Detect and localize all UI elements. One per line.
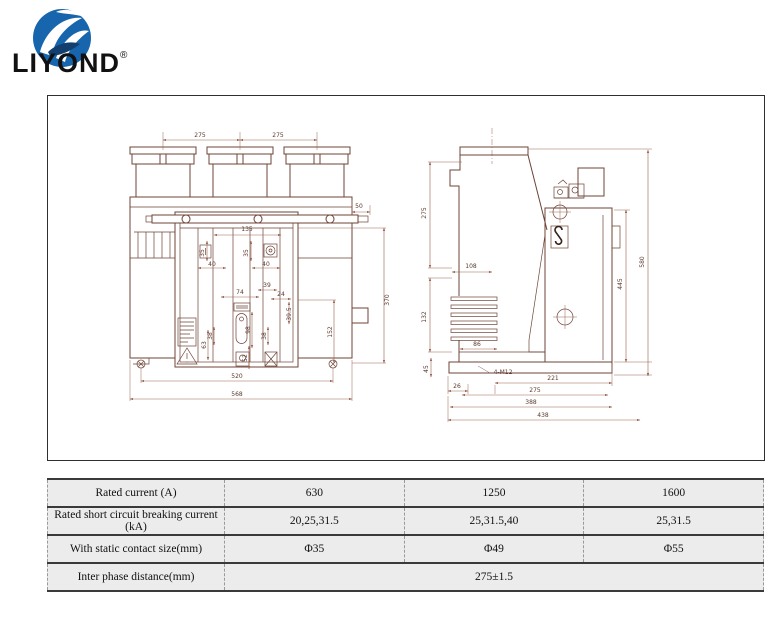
dimension-label: 152 bbox=[327, 326, 334, 338]
technical-drawing: 275275501353540354074392439.598383863521… bbox=[129, 128, 652, 422]
spec-value-cell: 1600 bbox=[583, 478, 764, 508]
dimension-label: 40 bbox=[208, 261, 216, 268]
spec-value-cell: 275±1.5 bbox=[224, 562, 764, 592]
dimension-label: 108 bbox=[465, 263, 477, 270]
dimension-label: 38 bbox=[261, 332, 268, 340]
dimension-label: 74 bbox=[236, 289, 244, 296]
dimension-label: 98 bbox=[245, 326, 252, 334]
dimension-label: 275 bbox=[421, 207, 428, 219]
nameplate bbox=[177, 317, 197, 347]
dimension-label: 275 bbox=[194, 132, 206, 139]
dimension-label: 24 bbox=[277, 291, 285, 298]
crosshair-hole-top bbox=[549, 201, 571, 223]
spec-value-cell: 25,31.5 bbox=[583, 506, 764, 536]
dimension-label: 520 bbox=[231, 373, 243, 380]
side-view bbox=[428, 128, 652, 422]
spec-row-label: Rated current (A) bbox=[47, 478, 225, 508]
dimension-label: 39.5 bbox=[286, 307, 293, 321]
dimension-label: 40 bbox=[262, 261, 270, 268]
brand-name: LIYOND® bbox=[12, 50, 128, 77]
dimension-label: 50 bbox=[355, 203, 363, 210]
keyhole-slot bbox=[235, 313, 248, 344]
dimension-label: 445 bbox=[617, 278, 624, 290]
dimension-label: 4-M12 bbox=[494, 369, 513, 376]
front-view bbox=[129, 132, 386, 401]
dimension-label: 86 bbox=[473, 341, 481, 348]
dimension-label: 580 bbox=[639, 256, 646, 268]
spec-value-cell: 630 bbox=[224, 478, 405, 508]
spec-value-cell: Φ49 bbox=[403, 534, 585, 564]
crosshair-hole-mid bbox=[553, 305, 577, 329]
table-row: Rated short circuit breaking current (kA… bbox=[47, 506, 764, 536]
interlock-hardware bbox=[553, 179, 585, 199]
dimension-label: 39 bbox=[263, 282, 271, 289]
dimension-label: 63 bbox=[201, 341, 208, 349]
dimension-label: 52 bbox=[242, 354, 249, 362]
spec-row-label: Rated short circuit breaking current (kA… bbox=[47, 506, 225, 536]
dimension-label: 45 bbox=[423, 365, 430, 373]
dimension-label: 568 bbox=[231, 391, 243, 398]
brand-wordmark: LIYOND bbox=[12, 48, 121, 78]
dimension-label: 132 bbox=[421, 311, 428, 323]
dimension-label: 388 bbox=[525, 399, 537, 406]
spec-row-label: With static contact size(mm) bbox=[47, 534, 225, 564]
dimension-label: 135 bbox=[241, 226, 253, 233]
liyond-globe-icon bbox=[33, 9, 91, 67]
pole-bushings bbox=[129, 146, 351, 198]
front-dimensions bbox=[129, 132, 386, 401]
dimension-label: 221 bbox=[547, 375, 559, 382]
contact-arm-fins bbox=[450, 296, 498, 362]
warning-triangle-icon bbox=[176, 347, 198, 365]
dimension-label: 38 bbox=[207, 332, 214, 340]
brand-logo: LIYOND® bbox=[10, 4, 140, 84]
table-row: Inter phase distance(mm)275±1.5 bbox=[47, 562, 764, 592]
dimension-label: 275 bbox=[272, 132, 284, 139]
spec-value-cell: Φ35 bbox=[224, 534, 405, 564]
spec-value-cell: Φ55 bbox=[583, 534, 764, 564]
registered-mark: ® bbox=[120, 50, 129, 61]
dimension-label: 275 bbox=[529, 387, 541, 394]
dimension-label: 35 bbox=[199, 249, 206, 257]
spec-value-cell: 25,31.5,40 bbox=[403, 506, 585, 536]
spec-value-cell: 1250 bbox=[403, 478, 585, 508]
spec-row-label: Inter phase distance(mm) bbox=[47, 562, 225, 592]
dimension-label: 26 bbox=[453, 383, 461, 390]
lifting-hook-icon bbox=[550, 225, 569, 249]
dimension-label: 35 bbox=[243, 249, 250, 257]
dimension-label: 438 bbox=[537, 412, 549, 419]
dimension-label: 370 bbox=[384, 294, 391, 306]
side-dimensions bbox=[428, 148, 652, 422]
spec-value-cell: 20,25,31.5 bbox=[224, 506, 405, 536]
